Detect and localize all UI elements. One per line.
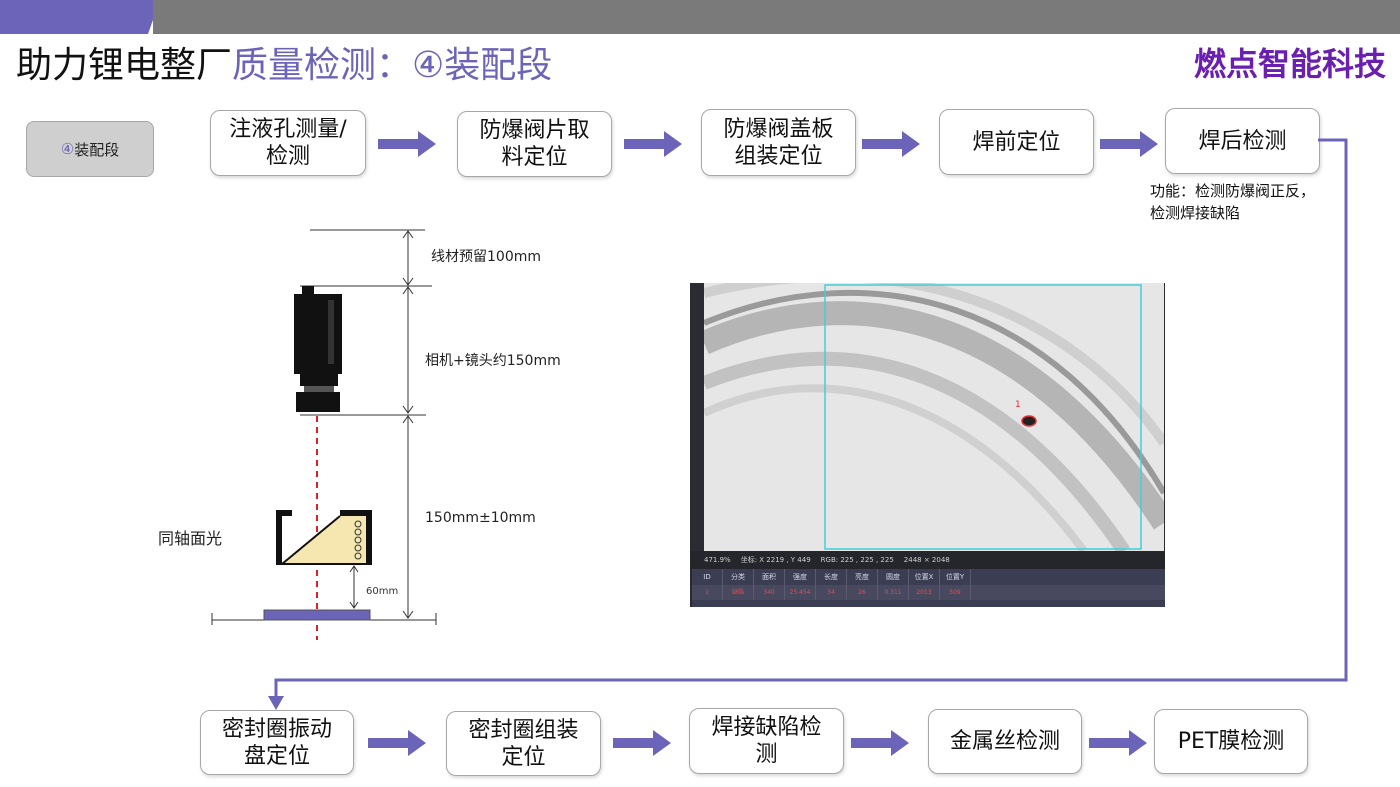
small-distance-label: 60mm [366, 586, 399, 597]
title-main: 助力锂电整厂 [16, 45, 233, 86]
stage-label: 装配段 [74, 140, 120, 159]
step-seal-assembly: 密封圈组装定位 [446, 711, 601, 776]
arrow-right-icon [1100, 131, 1158, 157]
arrow-right-icon [862, 131, 920, 157]
brand-logo-text: 燃点智能科技 [1193, 45, 1386, 83]
arrow-right-icon [851, 730, 909, 756]
distance-label: 150mm±10mm [425, 510, 536, 526]
title-sub: 质量检测：④装配段 [232, 45, 553, 86]
camera-setup-diagram [211, 229, 437, 640]
step-wire-detect: 金属丝检测 [928, 709, 1082, 774]
arrow-right-icon [1089, 730, 1147, 756]
arrow-right-icon [378, 131, 436, 157]
status-bar: 471.9% 坐标: X 2219 , Y 449 RGB: 225 , 225… [690, 551, 1165, 569]
weld-image: 1 [704, 283, 1164, 551]
defect-marker: 1 [1015, 400, 1021, 410]
table-header: ID 分类 面积 强度 长度 亮度 圆度 位置X 位置Y [692, 569, 1165, 585]
stage-number: ④ [60, 140, 75, 158]
flow-connector [268, 138, 1348, 710]
top-bar-accent [0, 0, 160, 34]
inspection-screenshot: 1 471.9% 坐标: X 2219 , Y 449 RGB: 225 , 2… [690, 283, 1165, 607]
function-note: 功能：检测防爆阀正反， 检测焊接缺陷 [1150, 182, 1316, 222]
weld-image-graphic: 1 [704, 283, 1164, 551]
step-valve-pick: 防爆阀片取料定位 [457, 111, 612, 177]
step-liquid-hole: 注液孔测量/检测 [210, 110, 366, 176]
step-valve-assembly: 防爆阀盖板组装定位 [701, 109, 856, 176]
table-row[interactable]: 1 缺陷 340 25.454 34 26 0.311 2013 509 [692, 585, 1165, 600]
reserve-label: 线材预留100mm [431, 249, 541, 265]
arrow-right-icon [613, 730, 671, 756]
step-weld-defect: 焊接缺陷检测 [689, 708, 844, 774]
light-label: 同轴面光 [158, 529, 223, 548]
step-seal-vibration: 密封圈振动盘定位 [200, 710, 354, 775]
arrow-right-icon [624, 131, 682, 157]
step-pet-film: PET膜检测 [1154, 709, 1308, 774]
top-bar [153, 0, 1400, 34]
page-title: 助力锂电整厂质量检测：④装配段 [16, 42, 552, 90]
camera-label: 相机+镜头约150mm [425, 353, 561, 369]
step-post-weld: 焊后检测 [1165, 108, 1320, 174]
arrow-right-icon [368, 730, 426, 756]
step-pre-weld: 焊前定位 [939, 109, 1094, 175]
result-table: ID 分类 面积 强度 长度 亮度 圆度 位置X 位置Y 1 缺陷 340 25… [692, 569, 1165, 607]
